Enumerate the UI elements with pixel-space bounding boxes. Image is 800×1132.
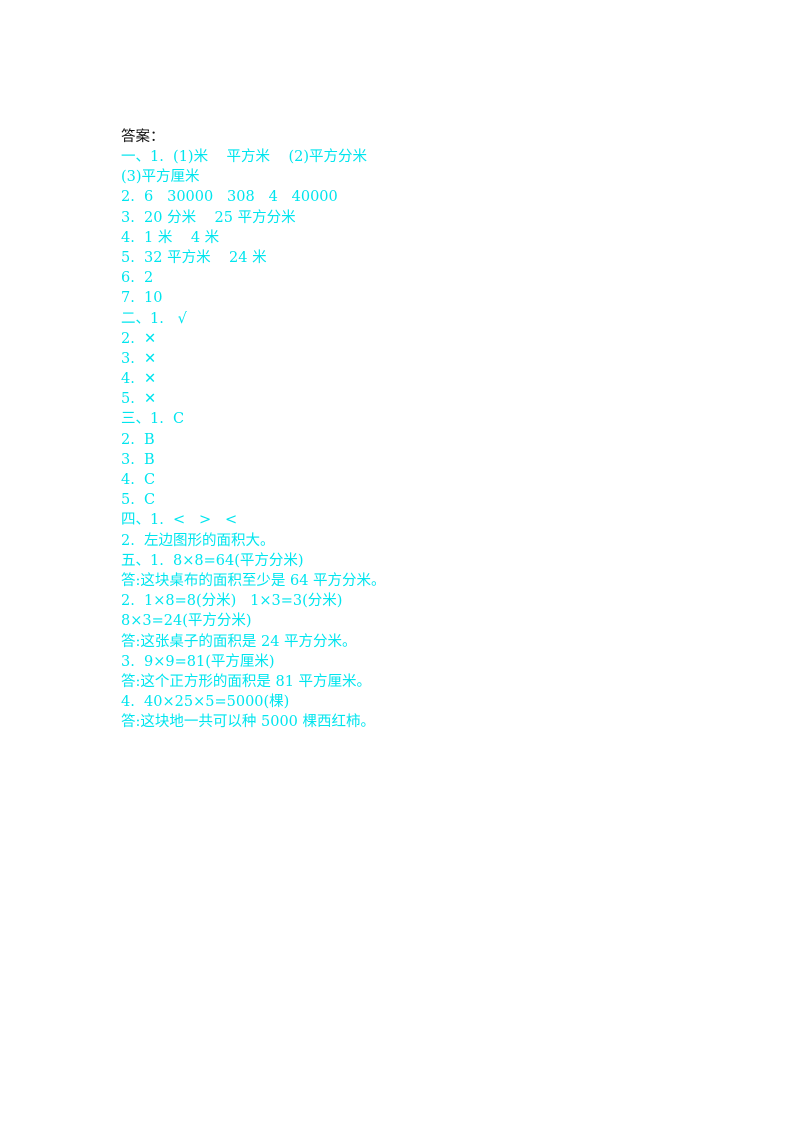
answer-line: 2. 1×8=8(分米) 1×3=3(分米)	[121, 593, 343, 610]
answer-line: 四、1. < > <	[121, 512, 238, 529]
answer-line: 4. C	[121, 472, 156, 488]
answer-line: 5. ✕	[121, 391, 157, 408]
answer-document: 答案： 一、1. (1)米 平方米 (2)平方分米 (3)平方厘米 2. 6 3…	[121, 127, 721, 732]
answer-line: 4. 1 米 4 米	[121, 229, 220, 246]
answer-line: 7. 10	[121, 290, 163, 307]
answer-line: 5. 32 平方米 24 米	[121, 249, 267, 266]
answer-line: 2. ✕	[121, 330, 157, 347]
answer-line: 2. 6 30000 308 4 40000	[121, 189, 338, 206]
answer-line: 3. B	[121, 451, 155, 468]
answer-line: 五、1. 8×8=64(平方分米)	[121, 552, 304, 569]
answer-line: 答:这张桌子的面积是 24 平方分米。	[121, 633, 357, 650]
answer-line: 4. ✕	[121, 371, 157, 388]
answer-line: 三、1. C	[121, 411, 185, 428]
answer-line: 4. 40×25×5=5000(棵)	[121, 694, 290, 711]
answer-line: 3. ✕	[121, 350, 157, 367]
answer-line: (3)平方厘米	[121, 169, 200, 186]
answer-line: 答:这块地一共可以种 5000 棵西红柿。	[121, 714, 376, 731]
answer-line: 6. 2	[121, 270, 154, 287]
answer-line: 3. 9×9=81(平方厘米)	[121, 653, 275, 670]
answer-line: 答:这个正方形的面积是 81 平方厘米。	[121, 673, 372, 690]
answer-heading: 答案：	[121, 129, 165, 145]
answer-line: 一、1. (1)米 平方米 (2)平方分米	[121, 149, 368, 165]
answer-line: 二、1. √	[121, 310, 187, 327]
answer-line: 答:这块桌布的面积至少是 64 平方分米。	[121, 572, 386, 589]
answer-line: 5. C	[121, 492, 156, 509]
answer-line: 3. 20 分米 25 平方分米	[121, 209, 296, 226]
answer-line: 2. B	[121, 431, 155, 448]
answer-line: 8×3=24(平方分米)	[121, 613, 252, 630]
answer-line: 2. 左边图形的面积大。	[121, 532, 275, 549]
